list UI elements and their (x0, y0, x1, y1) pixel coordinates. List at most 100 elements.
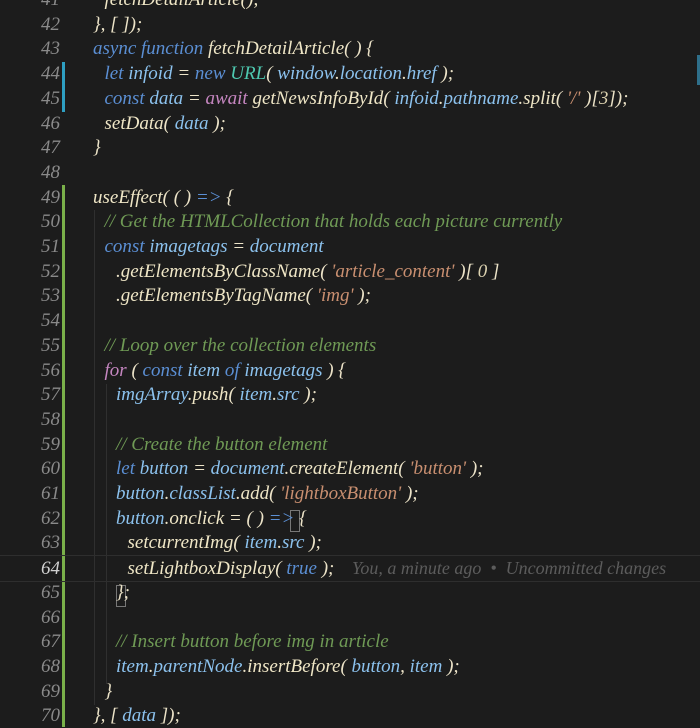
code-token: }, [ ]); (93, 13, 143, 35)
line-number: 44 (41, 63, 60, 85)
code-line[interactable]: 53.getElementsByTagName( 'img' ); (0, 283, 700, 308)
code-token: ( ( ) (162, 186, 196, 208)
modified-lines-gutter-bar[interactable] (62, 62, 65, 112)
scrollbar-marker[interactable] (697, 55, 700, 85)
code-text: imgArray.push( item.src ); (116, 382, 317, 407)
code-line[interactable]: 68 item.parentNode.insertBefore( button, … (0, 654, 700, 679)
code-token: item (244, 532, 278, 554)
code-token: ( (340, 655, 352, 677)
code-line[interactable]: 52.getElementsByClassName( 'article_cont… (0, 259, 700, 284)
code-line[interactable]: 50// Get the HTMLCollection that holds e… (0, 209, 700, 234)
code-token: fetchDetailArticle (208, 38, 345, 60)
code-token: of (224, 359, 245, 381)
code-text: }, [ ]); (93, 12, 142, 37)
git-blame-annotation: You, a minute ago • Uncommitted changes (352, 558, 667, 579)
code-line[interactable]: 59// Create the button element (0, 432, 700, 457)
code-line[interactable]: 55// Loop over the collection elements (0, 333, 700, 358)
line-number: 65 (41, 581, 60, 603)
code-token: 0 (477, 260, 488, 282)
line-number: 53 (41, 285, 60, 307)
code-token: classList (169, 483, 236, 504)
code-token: . (116, 285, 121, 307)
code-token: = (172, 63, 195, 85)
line-number: 42 (41, 13, 60, 35)
code-line[interactable]: 65}; (0, 580, 700, 605)
line-number: 49 (41, 186, 60, 208)
code-token: const (142, 359, 188, 381)
code-token: . (148, 655, 154, 677)
code-token: ); (304, 532, 322, 554)
code-token: 'img' (316, 285, 354, 307)
code-token: ); (466, 458, 484, 480)
line-number: 64 (41, 558, 60, 580)
code-line[interactable]: 54 (0, 308, 700, 333)
line-number: 68 (41, 655, 60, 677)
code-token: split (523, 87, 556, 109)
code-token: . (164, 483, 170, 504)
code-token: = ( ) (224, 507, 269, 529)
code-token: . (187, 384, 193, 406)
code-line[interactable]: 58 (0, 407, 700, 432)
code-text: } (105, 679, 113, 704)
code-text: fetchDetailArticle(); (105, 0, 260, 12)
line-number: 47 (41, 137, 60, 159)
code-token: ] (487, 260, 500, 282)
code-token: onclick (169, 507, 225, 529)
bracket-match-highlight (116, 585, 126, 607)
code-text: setcurrentImg( item.src ); (128, 530, 322, 555)
code-text: }; (116, 580, 130, 605)
code-token: ( (320, 260, 332, 282)
line-number: 61 (41, 483, 60, 504)
code-token: = (183, 87, 206, 109)
added-lines-gutter-bar[interactable] (62, 185, 65, 727)
line-number: 45 (41, 87, 60, 109)
code-token: ( (398, 458, 410, 480)
code-line[interactable]: 67// Insert button before img in article (0, 629, 700, 654)
code-token: ( (233, 532, 245, 554)
code-line[interactable]: 70}, [ data ]); (0, 703, 700, 728)
line-number: 50 (41, 211, 60, 233)
code-token: ( ) { (344, 38, 374, 60)
code-text: let button = document.createElement( 'bu… (116, 456, 483, 481)
code-line[interactable]: 63 setcurrentImg( item.src ); (0, 530, 700, 555)
code-line[interactable]: 69} (0, 679, 700, 704)
code-token: ]); (608, 87, 629, 109)
code-token: 'lightboxButton' (280, 483, 402, 504)
code-token: ); (299, 384, 317, 406)
code-line[interactable]: 42 }, [ ]); (0, 12, 700, 37)
code-token: . (402, 63, 407, 85)
bracket-match-highlight (290, 510, 300, 532)
code-token: 3 (598, 87, 609, 109)
line-number: 54 (41, 310, 60, 332)
code-token: const (104, 87, 150, 109)
code-token: '/' (566, 87, 581, 109)
code-token: ); (436, 63, 455, 85)
code-text: const imagetags = document (105, 234, 324, 259)
code-line[interactable]: 48 (0, 160, 700, 185)
line-number: 69 (41, 680, 60, 702)
code-line[interactable]: 41fetchDetailArticle(); (0, 0, 700, 12)
code-line[interactable]: 47} (0, 135, 700, 160)
code-token: useEffect (93, 186, 163, 208)
code-token: = (188, 458, 211, 480)
code-text: item.parentNode.insertBefore( button, it… (116, 654, 460, 679)
line-number: 63 (41, 532, 60, 554)
code-token: )[ (580, 87, 599, 109)
code-token: ( (131, 359, 143, 381)
line-number: 58 (41, 408, 60, 430)
code-line[interactable]: 66 (0, 605, 700, 630)
code-token: 'button' (409, 458, 467, 480)
